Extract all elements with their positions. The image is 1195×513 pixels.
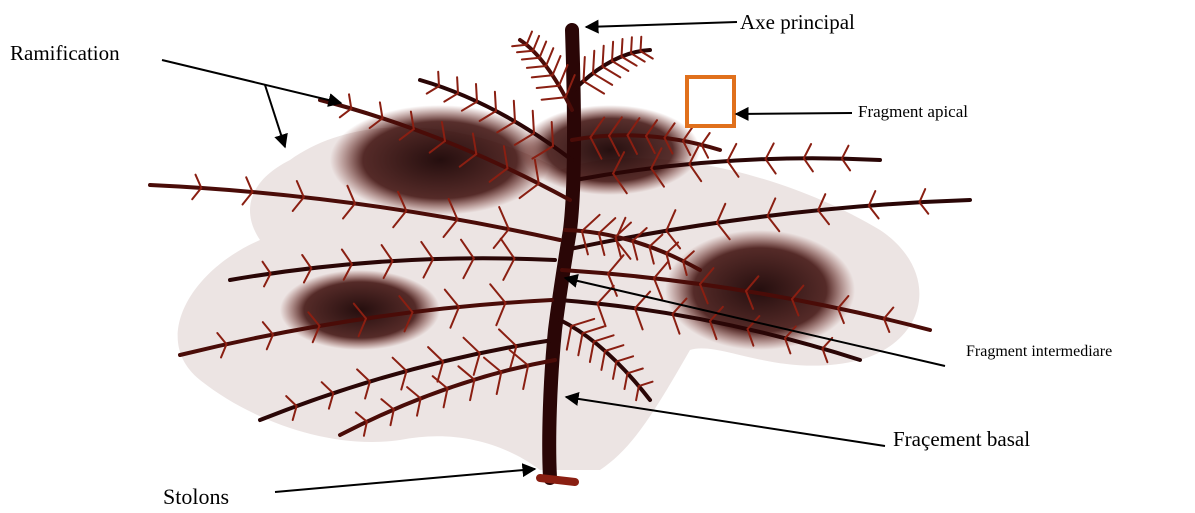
ramule: [631, 53, 645, 61]
ramule: [527, 66, 546, 68]
ramule: [546, 48, 553, 66]
label-axe-principal: Axe principal: [740, 12, 855, 33]
ramule: [869, 206, 879, 219]
ramule: [512, 45, 526, 46]
ramule: [631, 37, 632, 53]
ramule: [427, 86, 439, 94]
ramule: [514, 101, 515, 122]
ramule: [540, 42, 547, 58]
ramule: [641, 37, 642, 51]
ramule: [517, 51, 533, 53]
ramule: [522, 58, 540, 60]
arrow-ramification-1: [162, 60, 341, 103]
label-fragment-intermediaire: Fragment intermediare: [966, 344, 1112, 360]
label-ramification: Ramification: [10, 43, 120, 64]
ramule: [622, 57, 637, 66]
ramule: [533, 36, 539, 51]
ramule: [603, 67, 621, 78]
ramule: [532, 75, 553, 77]
ramule: [552, 122, 553, 146]
ramule: [527, 32, 533, 45]
ramule: [476, 84, 477, 102]
ramule: [766, 159, 776, 174]
ramule: [593, 51, 594, 74]
ramule: [766, 143, 774, 159]
ramule: [612, 42, 613, 61]
ramule: [804, 158, 813, 171]
ramule: [457, 77, 458, 93]
ramule: [495, 92, 496, 111]
label-fragment-apical: Fragment apical: [858, 103, 968, 120]
arrow-stolons: [275, 469, 535, 492]
arrow-ramification-2: [265, 85, 285, 147]
arrow-fragment-apical: [736, 113, 852, 114]
ramule: [584, 81, 605, 94]
label-stolons: Stolons: [163, 486, 229, 508]
ramule: [612, 61, 628, 71]
ramule: [593, 73, 612, 85]
ramule: [438, 72, 439, 86]
ramule: [533, 111, 534, 134]
ramule: [584, 57, 585, 81]
stolon-base: [540, 478, 575, 482]
ramule: [603, 46, 604, 67]
ramule: [444, 93, 458, 101]
ramule: [728, 144, 737, 161]
ramule: [340, 109, 352, 118]
arrow-axe-principal: [586, 22, 737, 27]
ramule: [537, 86, 559, 88]
ramule: [553, 56, 561, 75]
ramule: [622, 39, 623, 57]
ramule: [542, 97, 566, 99]
apical-fragment-box: [687, 77, 734, 126]
label-fragment-basal: Fraçement basal: [893, 429, 1030, 450]
ramule: [702, 133, 710, 145]
ramule: [804, 144, 811, 158]
